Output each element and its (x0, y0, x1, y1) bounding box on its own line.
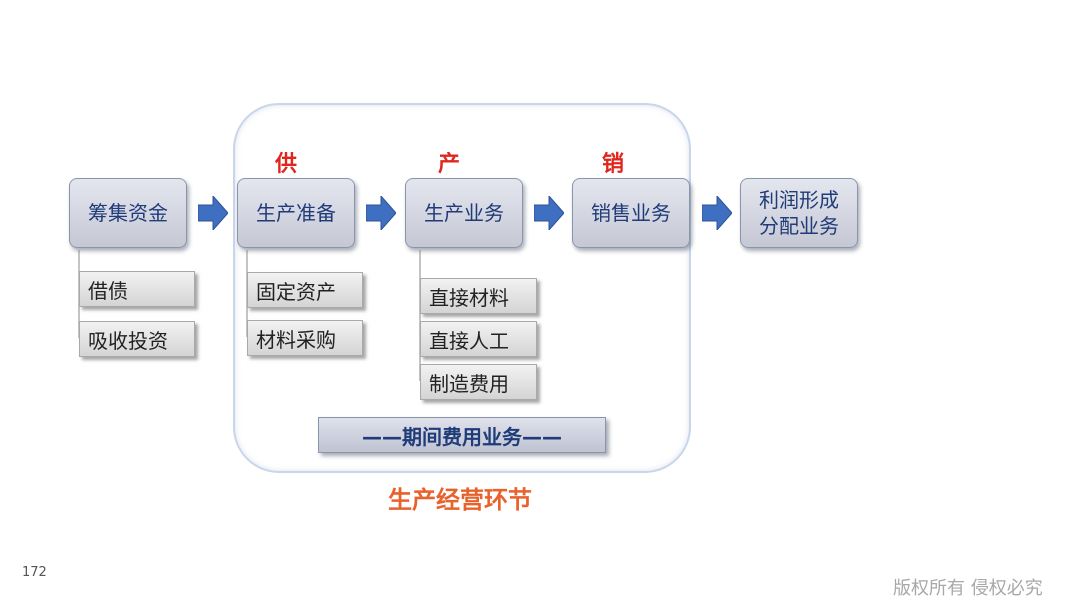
right-arrow-icon (198, 196, 228, 230)
sales-tag: 销 (602, 152, 625, 177)
financing-item-investment: 吸收投资 (79, 321, 195, 357)
section-title: 生产经营环节 (388, 486, 532, 514)
preparation-item-fixed-assets: 固定资产 (247, 272, 363, 308)
stage-profit: 利润形成 分配业务 (740, 178, 858, 248)
period-expense-bar: ——期间费用业务—— (318, 417, 606, 453)
supply-tag: 供 (275, 152, 298, 177)
production-item-direct-materials: 直接材料 (420, 278, 537, 314)
production-item-overhead: 制造费用 (420, 364, 537, 400)
page-number: 172 (22, 565, 47, 580)
stage-production: 生产业务 (405, 178, 523, 248)
right-arrow-icon (366, 196, 396, 230)
financing-item-debt: 借债 (79, 271, 195, 307)
right-arrow-icon (702, 196, 732, 230)
watermark: 版权所有 侵权必究 (893, 578, 1043, 599)
production-item-direct-labor: 直接人工 (420, 321, 537, 357)
stage-sales: 销售业务 (572, 178, 690, 248)
stage-financing: 筹集资金 (69, 178, 187, 248)
production-tag: 产 (438, 152, 461, 177)
production-operations-frame (233, 103, 691, 473)
stage-preparation: 生产准备 (237, 178, 355, 248)
right-arrow-icon (534, 196, 564, 230)
preparation-item-materials: 材料采购 (247, 320, 363, 356)
